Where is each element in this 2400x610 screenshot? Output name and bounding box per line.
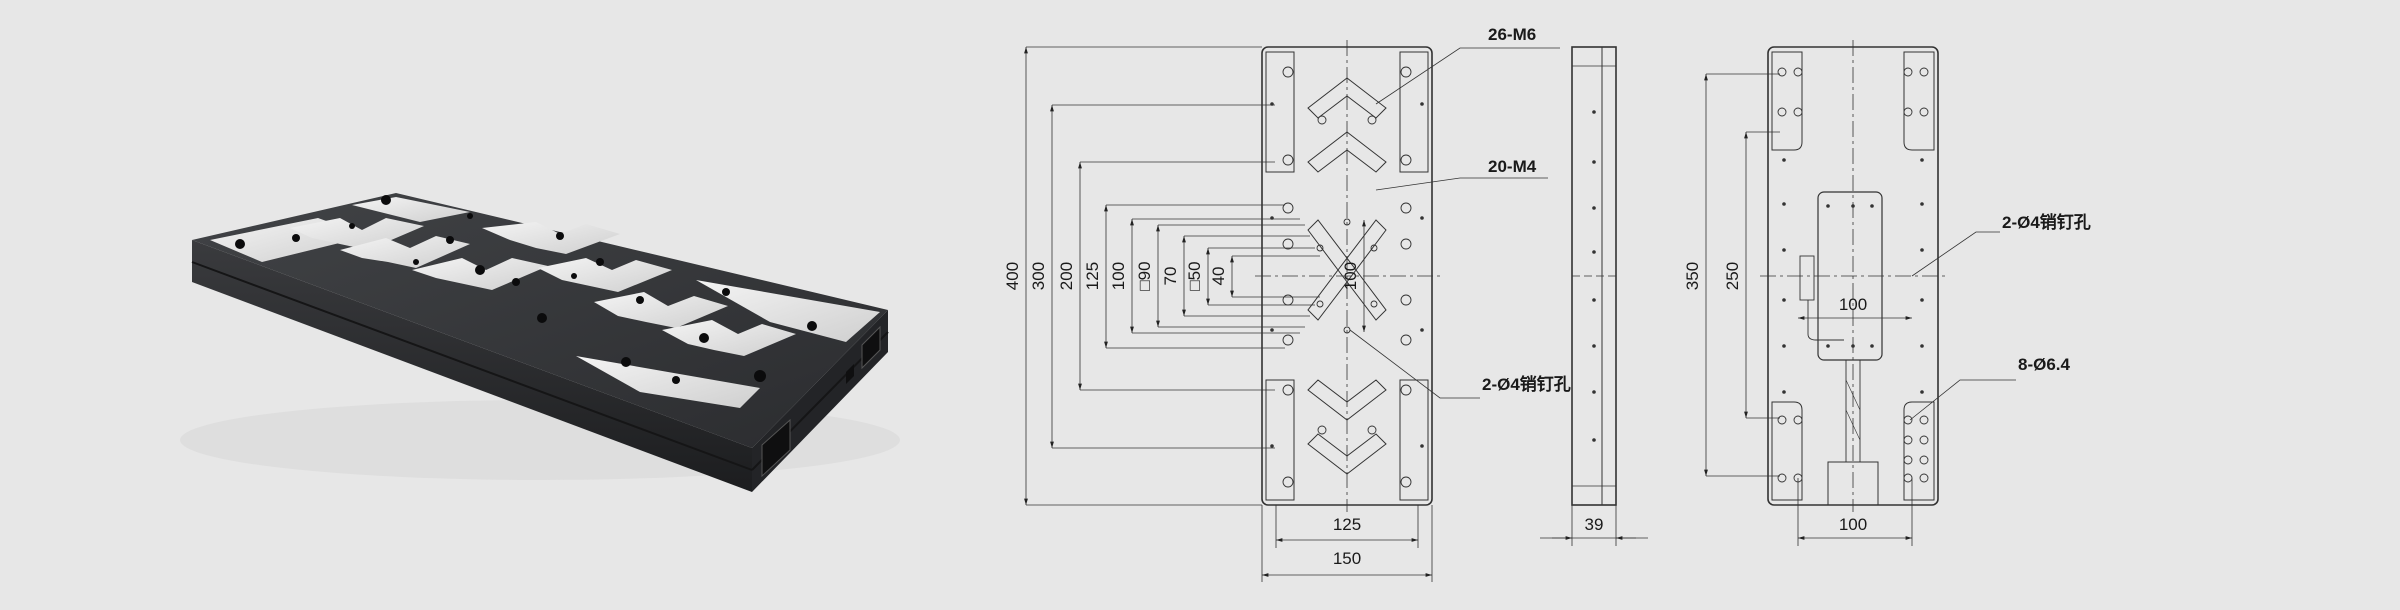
mount-holes bbox=[235, 195, 817, 384]
back-view-labels: 350 250 100 100 2-Ø4销钉孔 8-Ø6.4 bbox=[1683, 212, 2091, 534]
rail-pad bbox=[696, 280, 880, 342]
connector-port bbox=[846, 364, 854, 384]
dim-100-vertical: 100 bbox=[1109, 262, 1128, 290]
dim-square-50: □50 bbox=[1185, 261, 1204, 290]
callout-pin-holes-back: 2-Ø4销钉孔 bbox=[2002, 212, 2091, 232]
dim-400: 400 bbox=[1003, 262, 1022, 290]
dim-100-mid: 100 bbox=[1839, 295, 1867, 314]
dim-square-90: □90 bbox=[1135, 261, 1154, 290]
chevron-pads bbox=[290, 218, 796, 356]
dim-125-horizontal: 125 bbox=[1333, 515, 1361, 534]
callout-pin-holes-front: 2-Ø4销钉孔 bbox=[1482, 374, 1571, 394]
rail-pad bbox=[576, 356, 760, 408]
front-view bbox=[1255, 40, 1440, 512]
front-view-labels: 400 300 200 125 100 □90 70 □50 40 100 12… bbox=[1003, 25, 1571, 568]
dim-70: 70 bbox=[1161, 267, 1180, 286]
back-view bbox=[1760, 40, 1946, 512]
dim-250: 250 bbox=[1723, 262, 1742, 290]
connector-port bbox=[861, 325, 881, 370]
isometric-render bbox=[180, 193, 900, 492]
callout-8-holes: 8-Ø6.4 bbox=[2018, 355, 2071, 374]
front-view-dimensions bbox=[1024, 46, 1560, 582]
dim-125-vertical: 125 bbox=[1083, 262, 1102, 290]
dim-40: 40 bbox=[1209, 267, 1228, 286]
back-view-dimensions bbox=[1704, 73, 2016, 546]
dim-350: 350 bbox=[1683, 262, 1702, 290]
dim-300: 300 bbox=[1029, 262, 1048, 290]
side-view bbox=[1540, 46, 1648, 546]
dim-100-bottom: 100 bbox=[1839, 515, 1867, 534]
callout-26-m6: 26-M6 bbox=[1488, 25, 1536, 44]
dim-100-inner: 100 bbox=[1341, 262, 1360, 290]
rail-pad bbox=[352, 197, 470, 222]
dim-200: 200 bbox=[1057, 262, 1076, 290]
dim-39: 39 bbox=[1585, 515, 1604, 534]
dim-150: 150 bbox=[1333, 549, 1361, 568]
connector-port bbox=[761, 418, 791, 478]
callout-20-m4: 20-M4 bbox=[1488, 157, 1537, 176]
